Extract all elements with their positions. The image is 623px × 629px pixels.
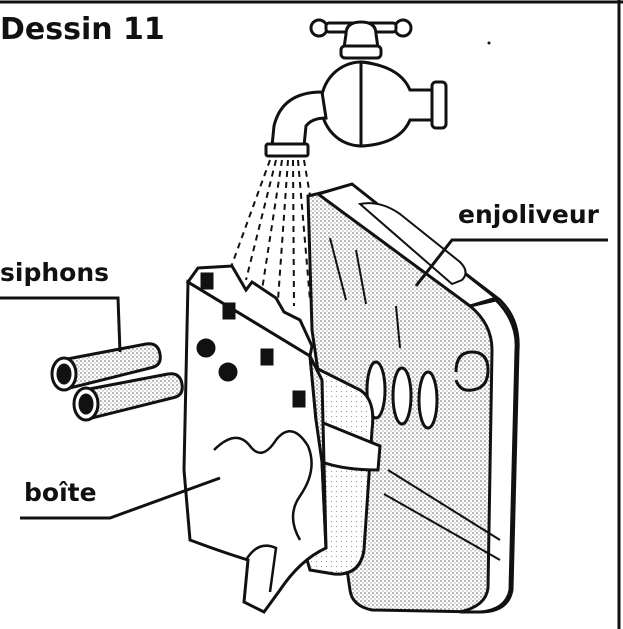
siphon-tube-icon	[52, 344, 182, 420]
siphons-leader-line	[0, 298, 120, 352]
diagram-title: Dessin 11	[0, 12, 165, 47]
speck	[488, 42, 491, 45]
label-siphons: siphons	[0, 258, 109, 287]
label-enjoliveur: enjoliveur	[458, 200, 599, 229]
water-tap-icon	[266, 20, 446, 156]
label-boite: boîte	[24, 478, 97, 507]
